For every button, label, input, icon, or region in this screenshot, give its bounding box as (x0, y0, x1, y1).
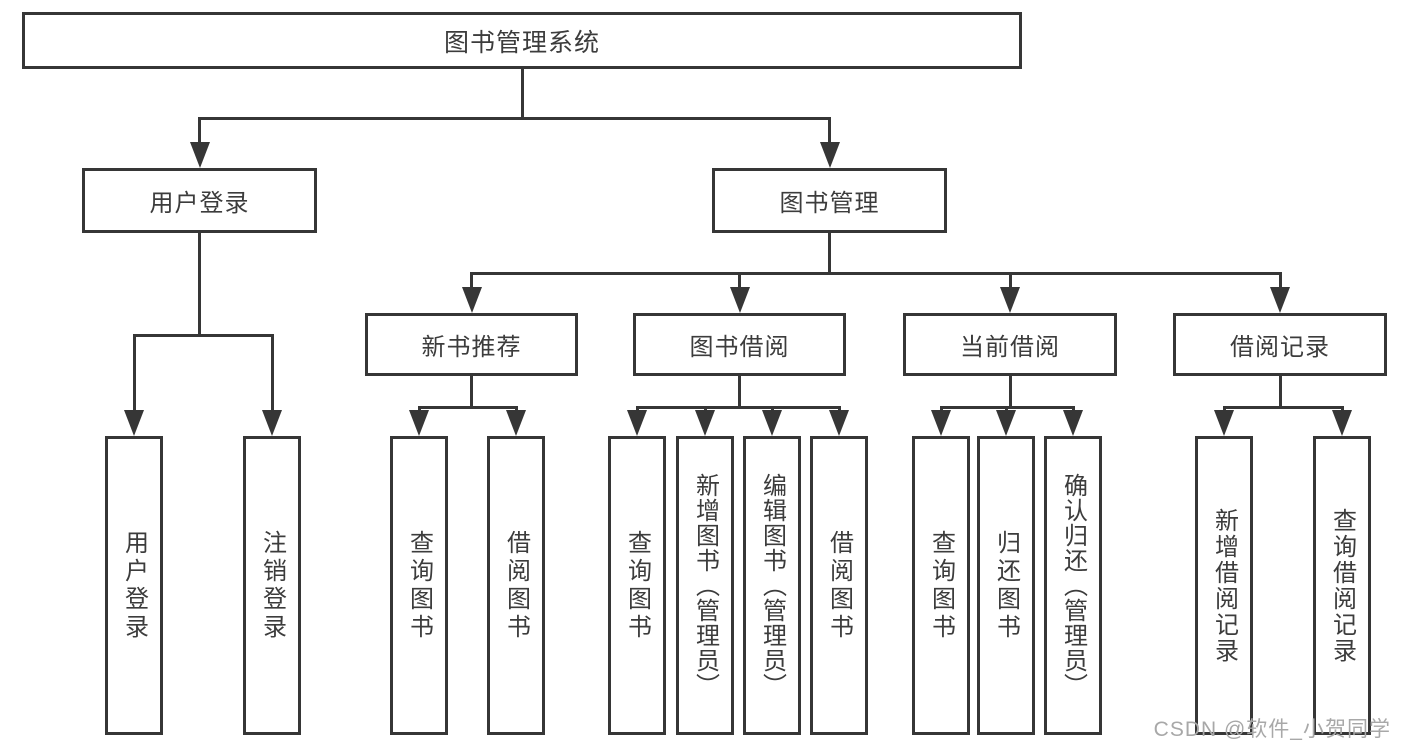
connector-stub (828, 232, 831, 275)
leaf-br-query-record: 查询借阅记录 (1313, 436, 1371, 735)
connector-stub (520, 68, 524, 120)
connector-stub (1278, 375, 1282, 409)
leaf-bb-edit-books-admin: 编辑图书（管理员） (743, 436, 801, 735)
connector-rail (470, 271, 1282, 275)
arrowhead-down-icon (729, 287, 750, 313)
connector-rail (417, 405, 518, 409)
connector-stub (1008, 375, 1012, 409)
connector-stub (738, 375, 741, 409)
connector-stub (470, 375, 473, 409)
leaf-nb-borrow-books: 借阅图书 (487, 436, 545, 735)
leaf-br-add-record: 新增借阅记录 (1195, 436, 1253, 735)
node-new-book-recommendation: 新书推荐 (365, 313, 578, 376)
arrowhead-down-icon (1270, 287, 1290, 313)
connector-drop (270, 335, 274, 414)
arrowhead-down-icon (506, 410, 526, 436)
connector-rail (635, 405, 841, 409)
connector-drop (1008, 273, 1012, 291)
watermark: CSDN @软件_小贺同学 (1153, 718, 1391, 741)
arrowhead-down-icon (829, 410, 849, 436)
node-borrowing-records: 借阅记录 (1173, 313, 1387, 376)
leaf-cb-query-books: 查询图书 (912, 436, 970, 735)
leaf-cb-return-books: 归还图书 (977, 436, 1035, 735)
leaf-bb-borrow-books: 借阅图书 (810, 436, 868, 735)
arrowhead-down-icon (931, 410, 951, 436)
arrowhead-down-icon (461, 287, 482, 313)
leaf-cb-confirm-return-admin: 确认归还（管理员） (1044, 436, 1102, 735)
arrowhead-down-icon (695, 410, 715, 436)
arrowhead-down-icon (1000, 287, 1020, 313)
connector-rail (1222, 405, 1344, 409)
arrowhead-down-icon (262, 410, 282, 436)
connector-drop (132, 335, 136, 414)
arrowhead-down-icon (124, 410, 144, 436)
arrowhead-down-icon (627, 410, 647, 436)
connector-rail (132, 333, 274, 337)
arrowhead-down-icon (996, 410, 1016, 436)
connector-rail (198, 116, 831, 120)
node-library-management-system: 图书管理系统 (22, 12, 1022, 69)
connector-stub (198, 232, 201, 337)
arrowhead-down-icon (1063, 410, 1083, 436)
connector-drop (198, 118, 201, 146)
arrowhead-down-icon (1214, 410, 1234, 436)
connector-drop (1278, 273, 1282, 291)
node-current-borrowing: 当前借阅 (903, 313, 1117, 376)
connector-drop (828, 118, 831, 146)
connector-drop (738, 273, 741, 291)
leaf-user-login: 用户登录 (105, 436, 163, 735)
arrowhead-down-icon (1332, 410, 1352, 436)
arrowhead-down-icon (189, 142, 210, 168)
node-book-borrowing: 图书借阅 (633, 313, 846, 376)
leaf-logout: 注销登录 (243, 436, 301, 735)
node-book-management: 图书管理 (712, 168, 947, 233)
arrowhead-down-icon (409, 410, 429, 436)
node-user-login: 用户登录 (82, 168, 317, 233)
arrowhead-down-icon (762, 410, 782, 436)
leaf-bb-query-books: 查询图书 (608, 436, 666, 735)
leaf-nb-query-books: 查询图书 (390, 436, 448, 735)
leaf-bb-add-books-admin: 新增图书（管理员） (676, 436, 734, 735)
connector-drop (470, 273, 473, 291)
arrowhead-down-icon (819, 142, 840, 168)
